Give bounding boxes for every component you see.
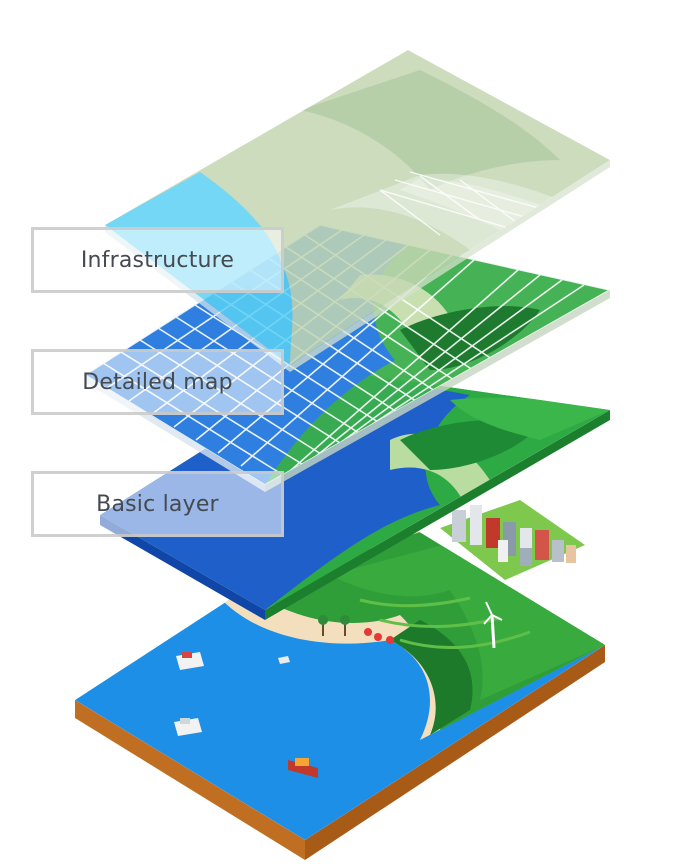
ship-icon bbox=[176, 652, 204, 670]
building-icon bbox=[452, 510, 466, 542]
infrastructure-highlight bbox=[400, 178, 540, 230]
label-text: Infrastructure bbox=[80, 247, 235, 273]
base-right-side bbox=[305, 645, 605, 860]
label-text: Detailed map bbox=[82, 369, 233, 395]
wind-turbine-icon bbox=[483, 601, 503, 649]
terraced-hill bbox=[330, 535, 605, 700]
base-left-side bbox=[75, 700, 305, 860]
city-buildings bbox=[440, 500, 585, 580]
label-infrastructure: Infrastructure bbox=[31, 227, 284, 293]
basic-layer-plane bbox=[100, 370, 610, 620]
ship-icon bbox=[278, 656, 290, 664]
label-basic-layer: Basic layer bbox=[31, 471, 284, 537]
label-text: Basic layer bbox=[96, 491, 219, 517]
label-detailed-map: Detailed map bbox=[31, 349, 284, 415]
ship-icon bbox=[174, 718, 202, 736]
ship-icon bbox=[288, 758, 318, 778]
palm-tree-icon bbox=[318, 615, 394, 644]
